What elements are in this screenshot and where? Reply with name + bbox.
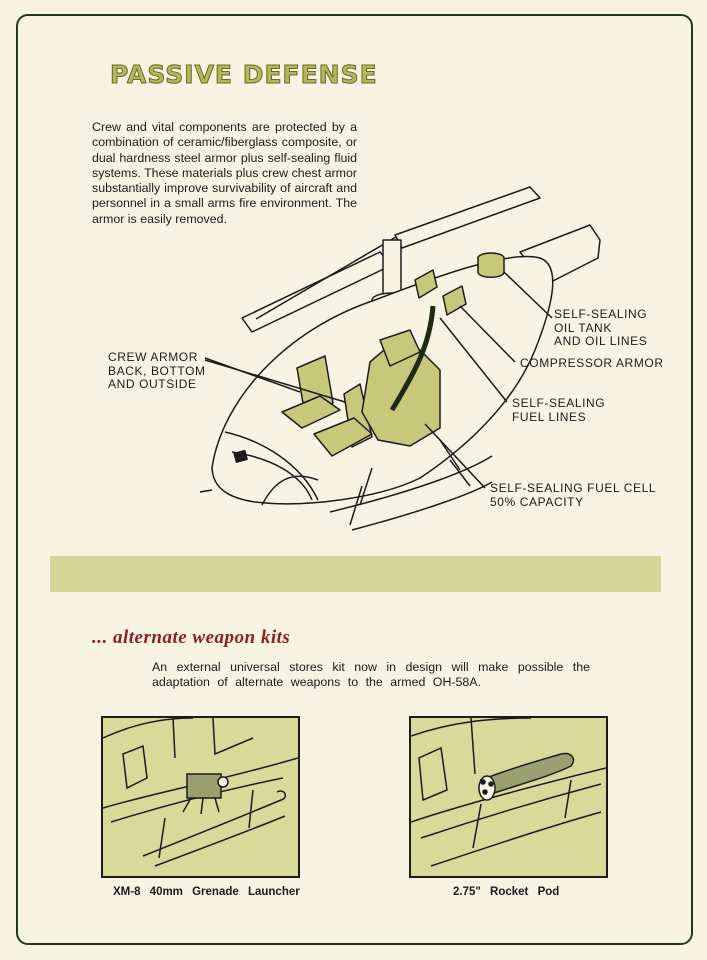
rocket-pod-drawing: [411, 718, 606, 867]
callout-crew-armor: CREW ARMOR BACK, BOTTOM AND OUTSIDE: [108, 350, 206, 391]
page-border: [16, 14, 693, 945]
caption-grenade-launcher: XM-8 40mm Grenade Launcher: [113, 886, 300, 898]
grenade-launcher-image: [101, 716, 300, 878]
intro-paragraph: Crew and vital components are protected …: [92, 120, 357, 226]
rocket-pod-image: [409, 716, 608, 878]
divider-band: [50, 556, 661, 592]
caption-rocket-pod: 2.75" Rocket Pod: [453, 886, 560, 898]
callout-compressor-armor: COMPRESSOR ARMOR: [520, 356, 664, 370]
callout-fuel-cell: SELF-SEALING FUEL CELL 50% CAPACITY: [490, 481, 657, 509]
section-paragraph: An external universal stores kit now in …: [152, 660, 590, 689]
page-title: PASSIVE DEFENSE: [110, 60, 378, 90]
callout-oil-tank: SELF-SEALING OIL TANK AND OIL LINES: [554, 307, 648, 348]
callout-fuel-lines: SELF-SEALING FUEL LINES: [512, 396, 606, 424]
section-subtitle: ... alternate weapon kits: [92, 627, 291, 648]
grenade-launcher-drawing: [103, 718, 298, 867]
helicopter-armor-illustration: [199, 186, 601, 531]
